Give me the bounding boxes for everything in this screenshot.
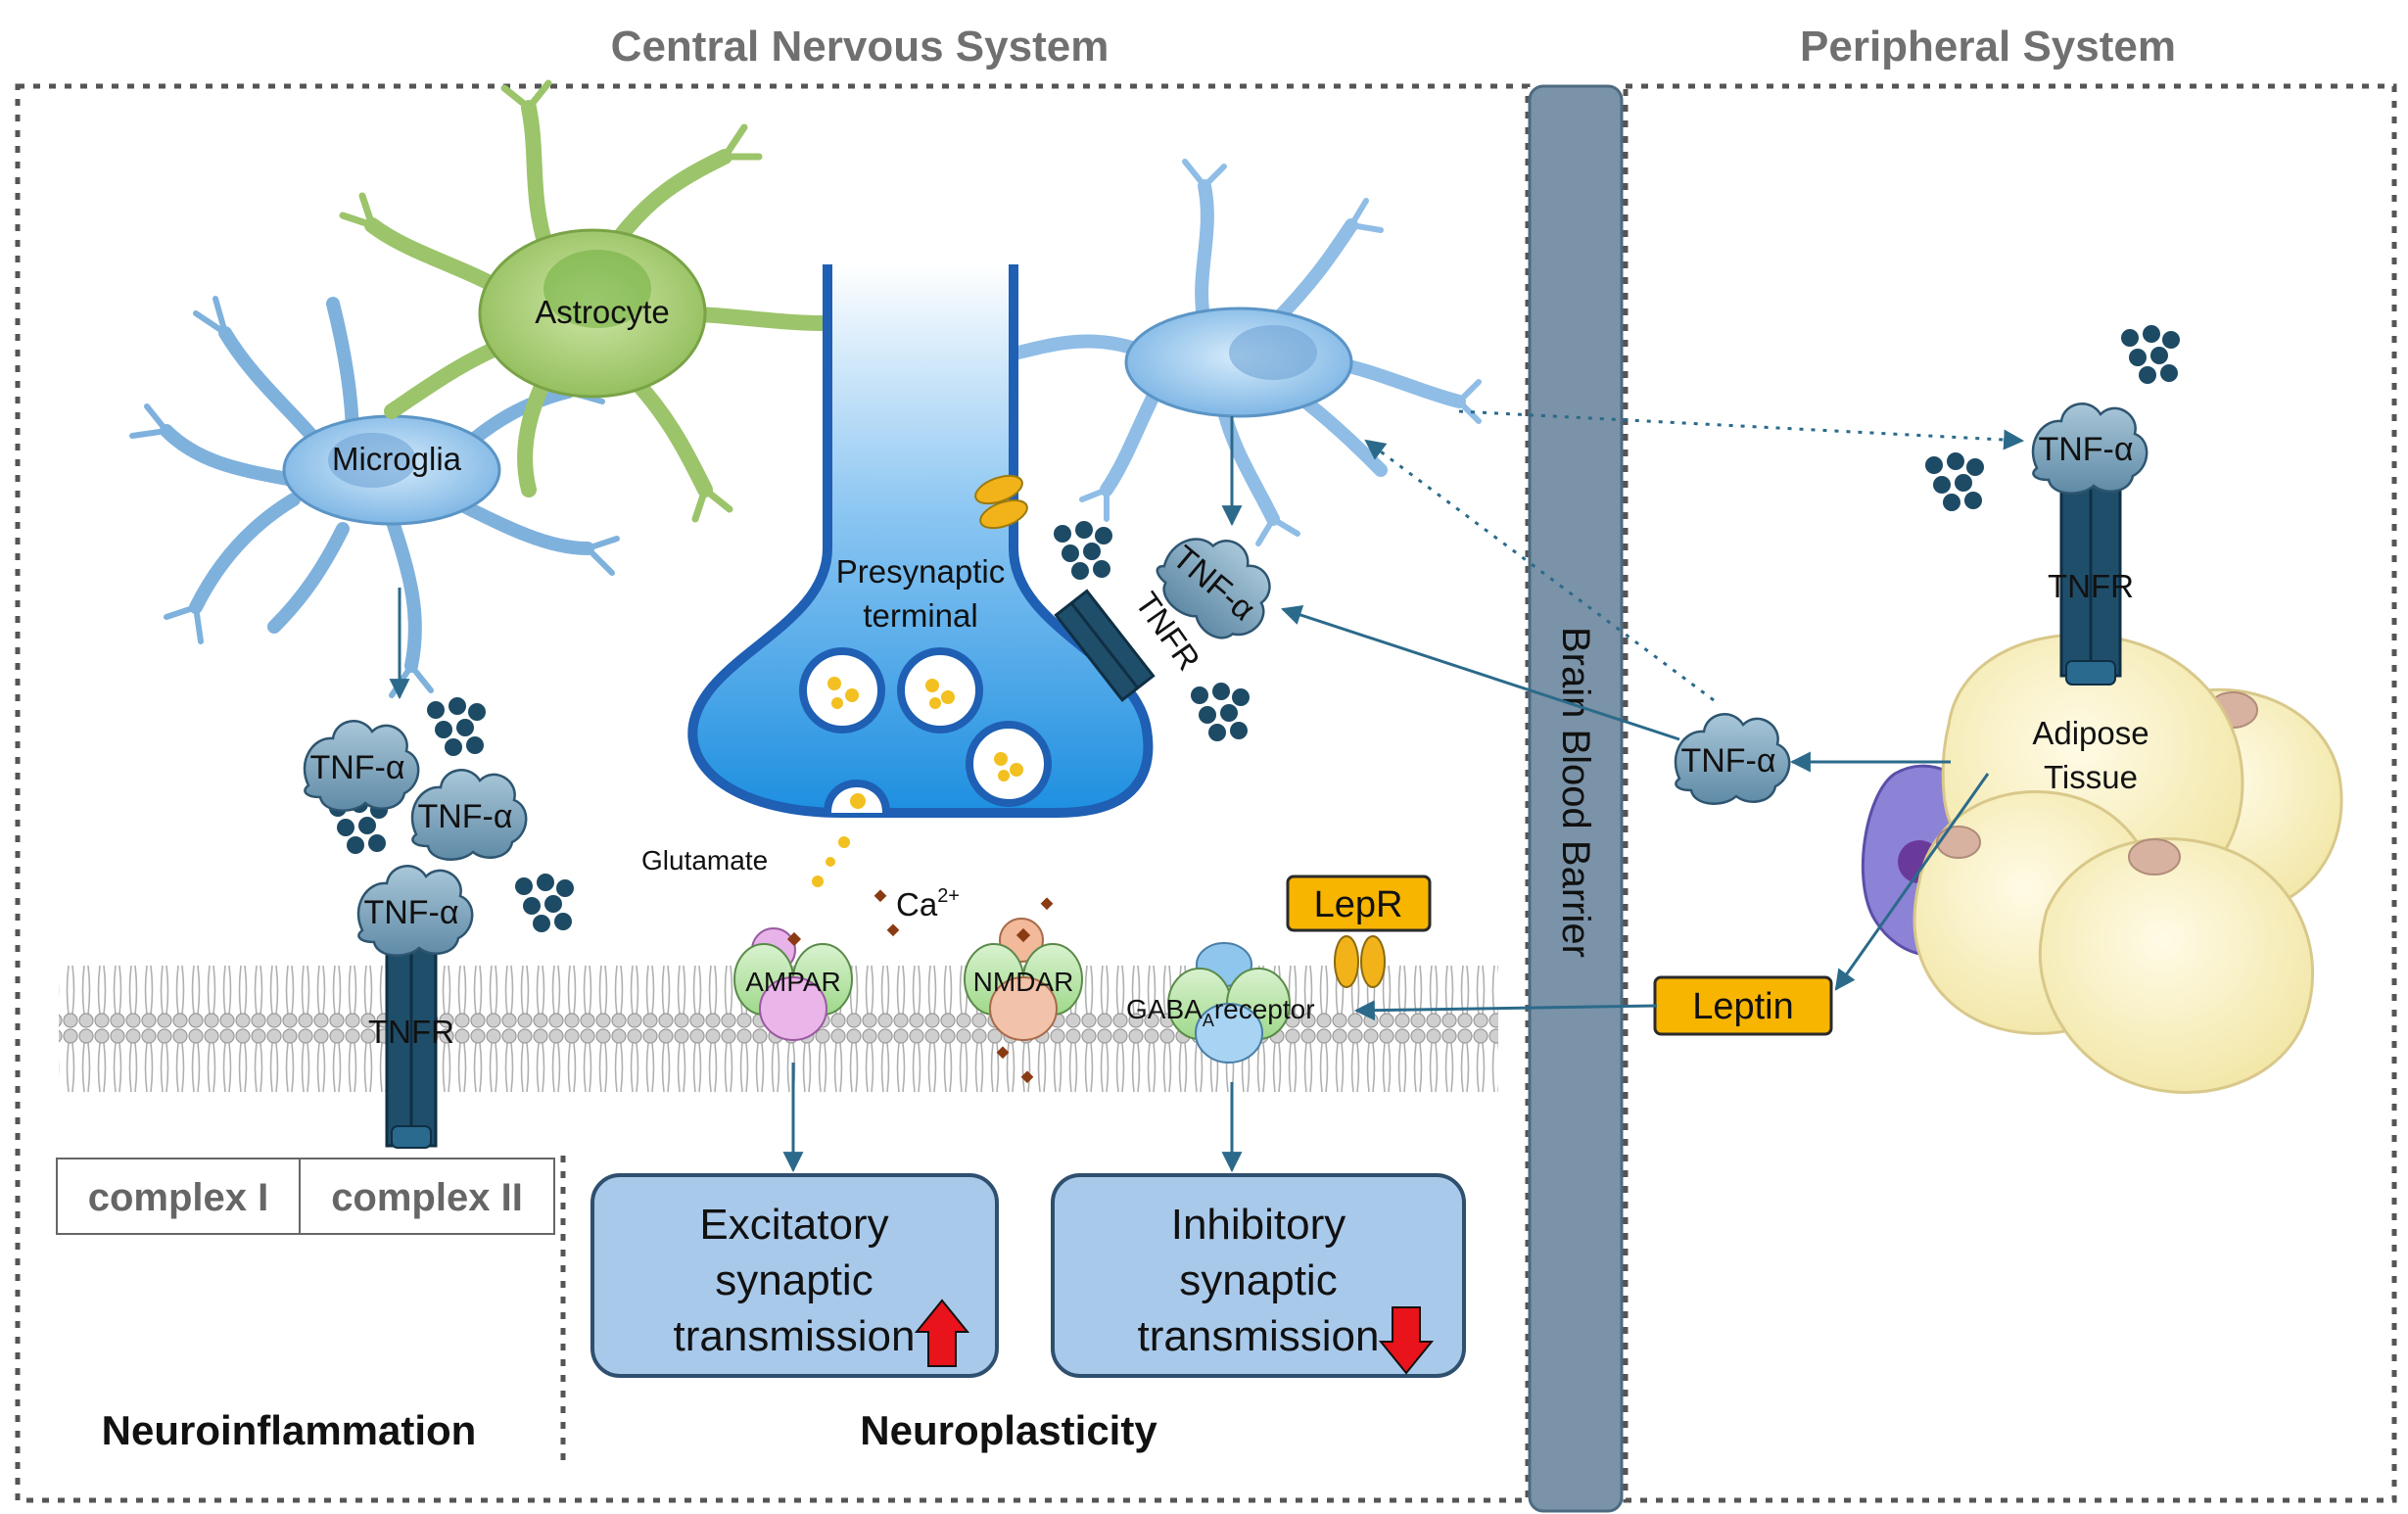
signal-arrows bbox=[389, 409, 2025, 1173]
cytokine-cluster bbox=[1925, 452, 1984, 511]
presynaptic-label-line2: terminal bbox=[863, 597, 977, 634]
ampar-label: AMPAR bbox=[745, 967, 841, 997]
presynaptic-label-line1: Presynaptic bbox=[836, 553, 1005, 590]
complex-one-label: complex I bbox=[88, 1176, 269, 1219]
lepr-tag bbox=[1286, 875, 1432, 932]
gaba-a-receptor bbox=[1167, 942, 1291, 1064]
barrier-label: Brain Blood Barrier bbox=[1554, 627, 1597, 958]
inhibitory-line2: synaptic bbox=[1179, 1256, 1337, 1304]
presynaptic-terminal bbox=[687, 264, 1154, 818]
microglia-cell bbox=[129, 296, 620, 698]
lepr-receptor bbox=[1334, 935, 1386, 988]
calcium-ions bbox=[873, 889, 1054, 1084]
tnf-alpha-label: TNF-α bbox=[309, 749, 404, 786]
adipose-label-line1: Adipose bbox=[2032, 715, 2148, 751]
inhibitory-line3: transmission bbox=[1138, 1312, 1380, 1360]
complex-one-box bbox=[56, 1158, 301, 1235]
inhibitory-line1: Inhibitory bbox=[1171, 1201, 1346, 1249]
nmdar-receptor bbox=[964, 918, 1083, 1041]
calcium-label: Ca2+ bbox=[896, 885, 960, 923]
increase-arrow-icon bbox=[914, 1299, 970, 1367]
presynaptic-tnf-alpha: TNF-α bbox=[1144, 513, 1292, 658]
presynaptic-tnfr bbox=[1054, 589, 1156, 702]
peripheral-tnf-alpha-label: TNF-α bbox=[2038, 431, 2133, 468]
complex-two-box bbox=[299, 1158, 555, 1235]
excitatory-line3: transmission bbox=[674, 1312, 916, 1360]
cytokine-cluster bbox=[515, 874, 574, 932]
peripheral-tnfr-label: TNFR bbox=[2048, 568, 2134, 604]
microglia-label: Microglia bbox=[332, 441, 462, 477]
decrease-arrow-icon bbox=[1378, 1306, 1435, 1375]
neuroinflammation-label: Neuroinflammation bbox=[102, 1407, 477, 1453]
blood-brain-barrier bbox=[1528, 84, 1624, 1513]
ampar-receptor bbox=[733, 927, 853, 1041]
cytokine-cluster bbox=[1191, 683, 1250, 741]
astrocyte-label: Astrocyte bbox=[535, 294, 670, 330]
inhibitory-outcome-box bbox=[1051, 1173, 1466, 1378]
adipose-tissue bbox=[1861, 633, 2343, 1094]
leptin-label: Leptin bbox=[1692, 986, 1794, 1027]
circulating-tnf-alpha-label: TNF-α bbox=[1680, 742, 1775, 780]
excitatory-line2: synaptic bbox=[715, 1256, 873, 1304]
tnf-alpha-label: TNF-α bbox=[363, 894, 458, 931]
adipose-label-line2: Tissue bbox=[2044, 759, 2138, 795]
complex-two-label: complex II bbox=[331, 1176, 523, 1219]
cns-frame bbox=[15, 83, 1531, 1503]
tnfr-label: TNFR bbox=[368, 1014, 454, 1050]
lepr-label: LepR bbox=[1314, 884, 1403, 925]
glutamate-label: Glutamate bbox=[641, 845, 768, 875]
cytokine-cluster bbox=[1054, 521, 1112, 580]
peripheral-header: Peripheral System bbox=[1800, 23, 2176, 71]
gaba-a-label: GABAAreceptor bbox=[1126, 994, 1315, 1030]
nmdar-label: NMDAR bbox=[973, 967, 1074, 997]
astrocyte-cell bbox=[339, 79, 851, 523]
cytokine-cluster bbox=[427, 697, 486, 756]
cns-header: Central Nervous System bbox=[611, 23, 1110, 71]
excitatory-outcome-box bbox=[590, 1173, 999, 1378]
glutamate-particles bbox=[812, 836, 850, 887]
neuroplasticity-label: Neuroplasticity bbox=[860, 1407, 1157, 1453]
activated-microglia-cell bbox=[991, 159, 1482, 546]
cytokine-cluster bbox=[2121, 325, 2180, 384]
tnf-alpha-label: TNF-α bbox=[417, 798, 512, 835]
excitatory-line1: Excitatory bbox=[699, 1201, 888, 1249]
peripheral-frame bbox=[1623, 83, 2397, 1503]
